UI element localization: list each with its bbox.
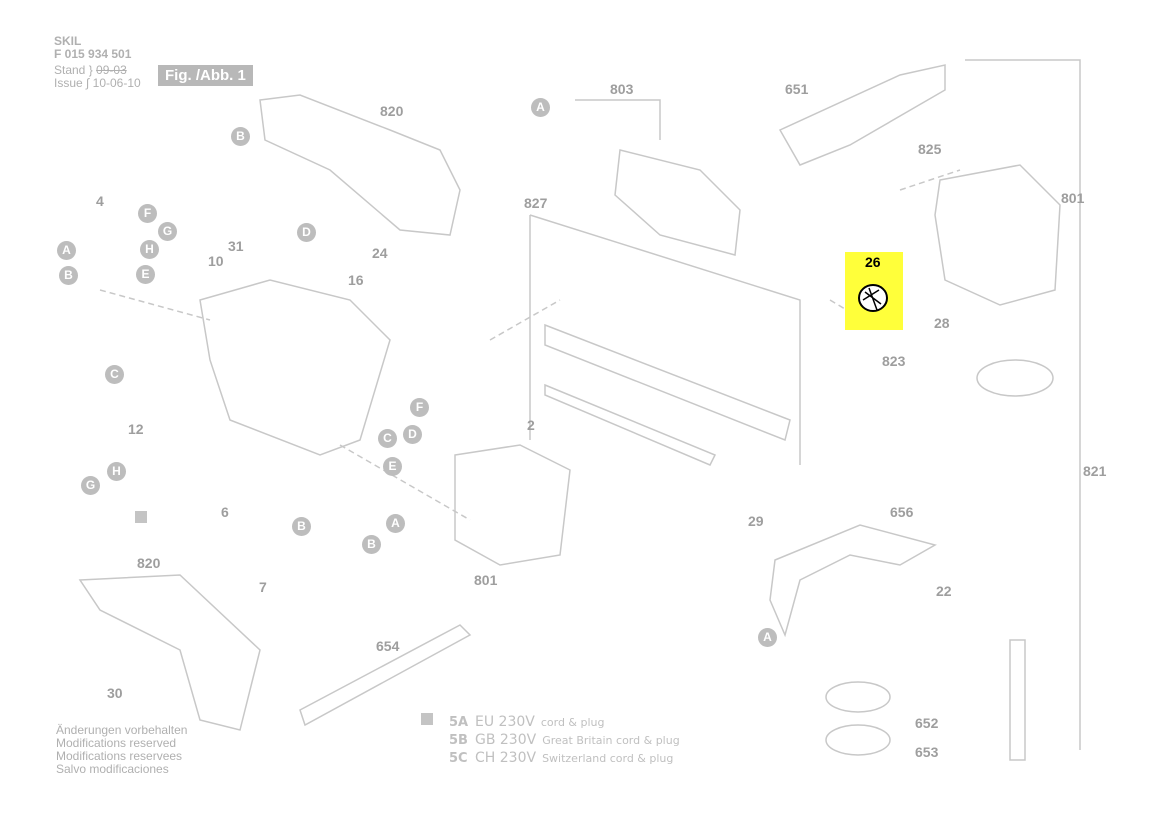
- part-number-label[interactable]: 16: [348, 272, 364, 288]
- connector-marker: E: [383, 457, 402, 476]
- part-number-label[interactable]: 24: [372, 245, 388, 261]
- part-number-label[interactable]: 22: [936, 583, 952, 599]
- part-number-label[interactable]: 801: [1061, 190, 1085, 206]
- note-line: Salvo modificaciones: [56, 762, 169, 776]
- part-number-label[interactable]: 653: [915, 744, 939, 760]
- connector-marker: B: [362, 535, 381, 554]
- connector-marker: G: [158, 222, 177, 241]
- part-number-label[interactable]: 803: [610, 81, 634, 97]
- switch-rod: [544, 323, 791, 442]
- connector-marker: B: [231, 127, 250, 146]
- switch-rod-2: [544, 383, 717, 466]
- flange-652: [825, 681, 891, 713]
- part-number-label[interactable]: 801: [474, 572, 498, 588]
- connector-marker: A: [758, 628, 777, 647]
- connector-marker: H: [107, 462, 126, 481]
- connector-marker: G: [81, 476, 100, 495]
- side-handle: [778, 64, 946, 166]
- part-number-label[interactable]: 651: [785, 81, 809, 97]
- part-number-label[interactable]: 30: [107, 685, 123, 701]
- part-number-label[interactable]: 656: [890, 504, 914, 520]
- connector-marker: B: [292, 517, 311, 536]
- part-number-label[interactable]: 29: [748, 513, 764, 529]
- cord-marker-square: [135, 511, 147, 523]
- part-number-label[interactable]: 7: [259, 579, 267, 595]
- part-number-label[interactable]: 652: [915, 715, 939, 731]
- connector-marker: B: [59, 266, 78, 285]
- note-line: Modifications reservees: [56, 749, 183, 763]
- connector-marker: E: [136, 265, 155, 284]
- part-number-label[interactable]: 6: [221, 504, 229, 520]
- legend-square: [421, 713, 433, 725]
- note-line: Änderungen vorbehalten: [56, 723, 188, 737]
- highlighted-part-26[interactable]: 26: [845, 252, 903, 330]
- part-number-label[interactable]: 31: [228, 238, 244, 254]
- part-number-label[interactable]: 2: [527, 417, 535, 433]
- part-label: 26: [865, 254, 881, 270]
- figure-label: Fig. /Abb. 1: [158, 65, 253, 86]
- spanner: [299, 624, 472, 727]
- part-number-label[interactable]: 4: [96, 193, 104, 209]
- brackets: [529, 59, 1081, 750]
- part-number-label[interactable]: 28: [934, 315, 950, 331]
- nut-653: [825, 724, 891, 756]
- gear-wheel: [976, 359, 1054, 397]
- connector-marker: A: [531, 98, 550, 117]
- connector-marker: D: [297, 223, 316, 242]
- issue: Issue ∫ 10-06-10: [54, 76, 141, 90]
- part-number-label[interactable]: 820: [380, 103, 404, 119]
- connector-marker: A: [386, 514, 405, 533]
- part-number-label[interactable]: 827: [524, 195, 548, 211]
- connector-marker: D: [403, 425, 422, 444]
- modifications-note: Änderungen vorbehalten Modifications res…: [56, 724, 187, 776]
- motor-housing: [199, 279, 391, 456]
- part-number-label[interactable]: 12: [128, 421, 144, 437]
- wheel-guard: [769, 524, 937, 638]
- connector-marker: F: [138, 204, 157, 223]
- part-number-label[interactable]: 10: [208, 253, 224, 269]
- armature: [614, 149, 741, 256]
- part-number-label[interactable]: 654: [376, 638, 400, 654]
- bracket-lines: [99, 169, 961, 521]
- stator: [454, 444, 571, 566]
- connector-marker: C: [378, 429, 397, 448]
- part-number-label[interactable]: 821: [1083, 463, 1107, 479]
- connector-marker: H: [140, 240, 159, 259]
- stand: Stand } 09-03: [54, 63, 127, 77]
- part-number-label[interactable]: 823: [882, 353, 906, 369]
- rear-handle: [78, 574, 261, 731]
- part-number-label[interactable]: 820: [137, 555, 161, 571]
- gear-head-housing: [934, 164, 1061, 306]
- connector-marker: F: [410, 398, 429, 417]
- bearing-icon: [858, 284, 888, 312]
- part-number-label[interactable]: 825: [918, 141, 942, 157]
- housing-half-top: [259, 94, 461, 236]
- part-number: F 015 934 501: [54, 47, 132, 61]
- note-line: Modifications reserved: [56, 736, 177, 750]
- connector-marker: A: [57, 241, 76, 260]
- brand: SKIL: [54, 34, 82, 48]
- spindle: [1009, 639, 1026, 761]
- connector-marker: C: [105, 365, 124, 384]
